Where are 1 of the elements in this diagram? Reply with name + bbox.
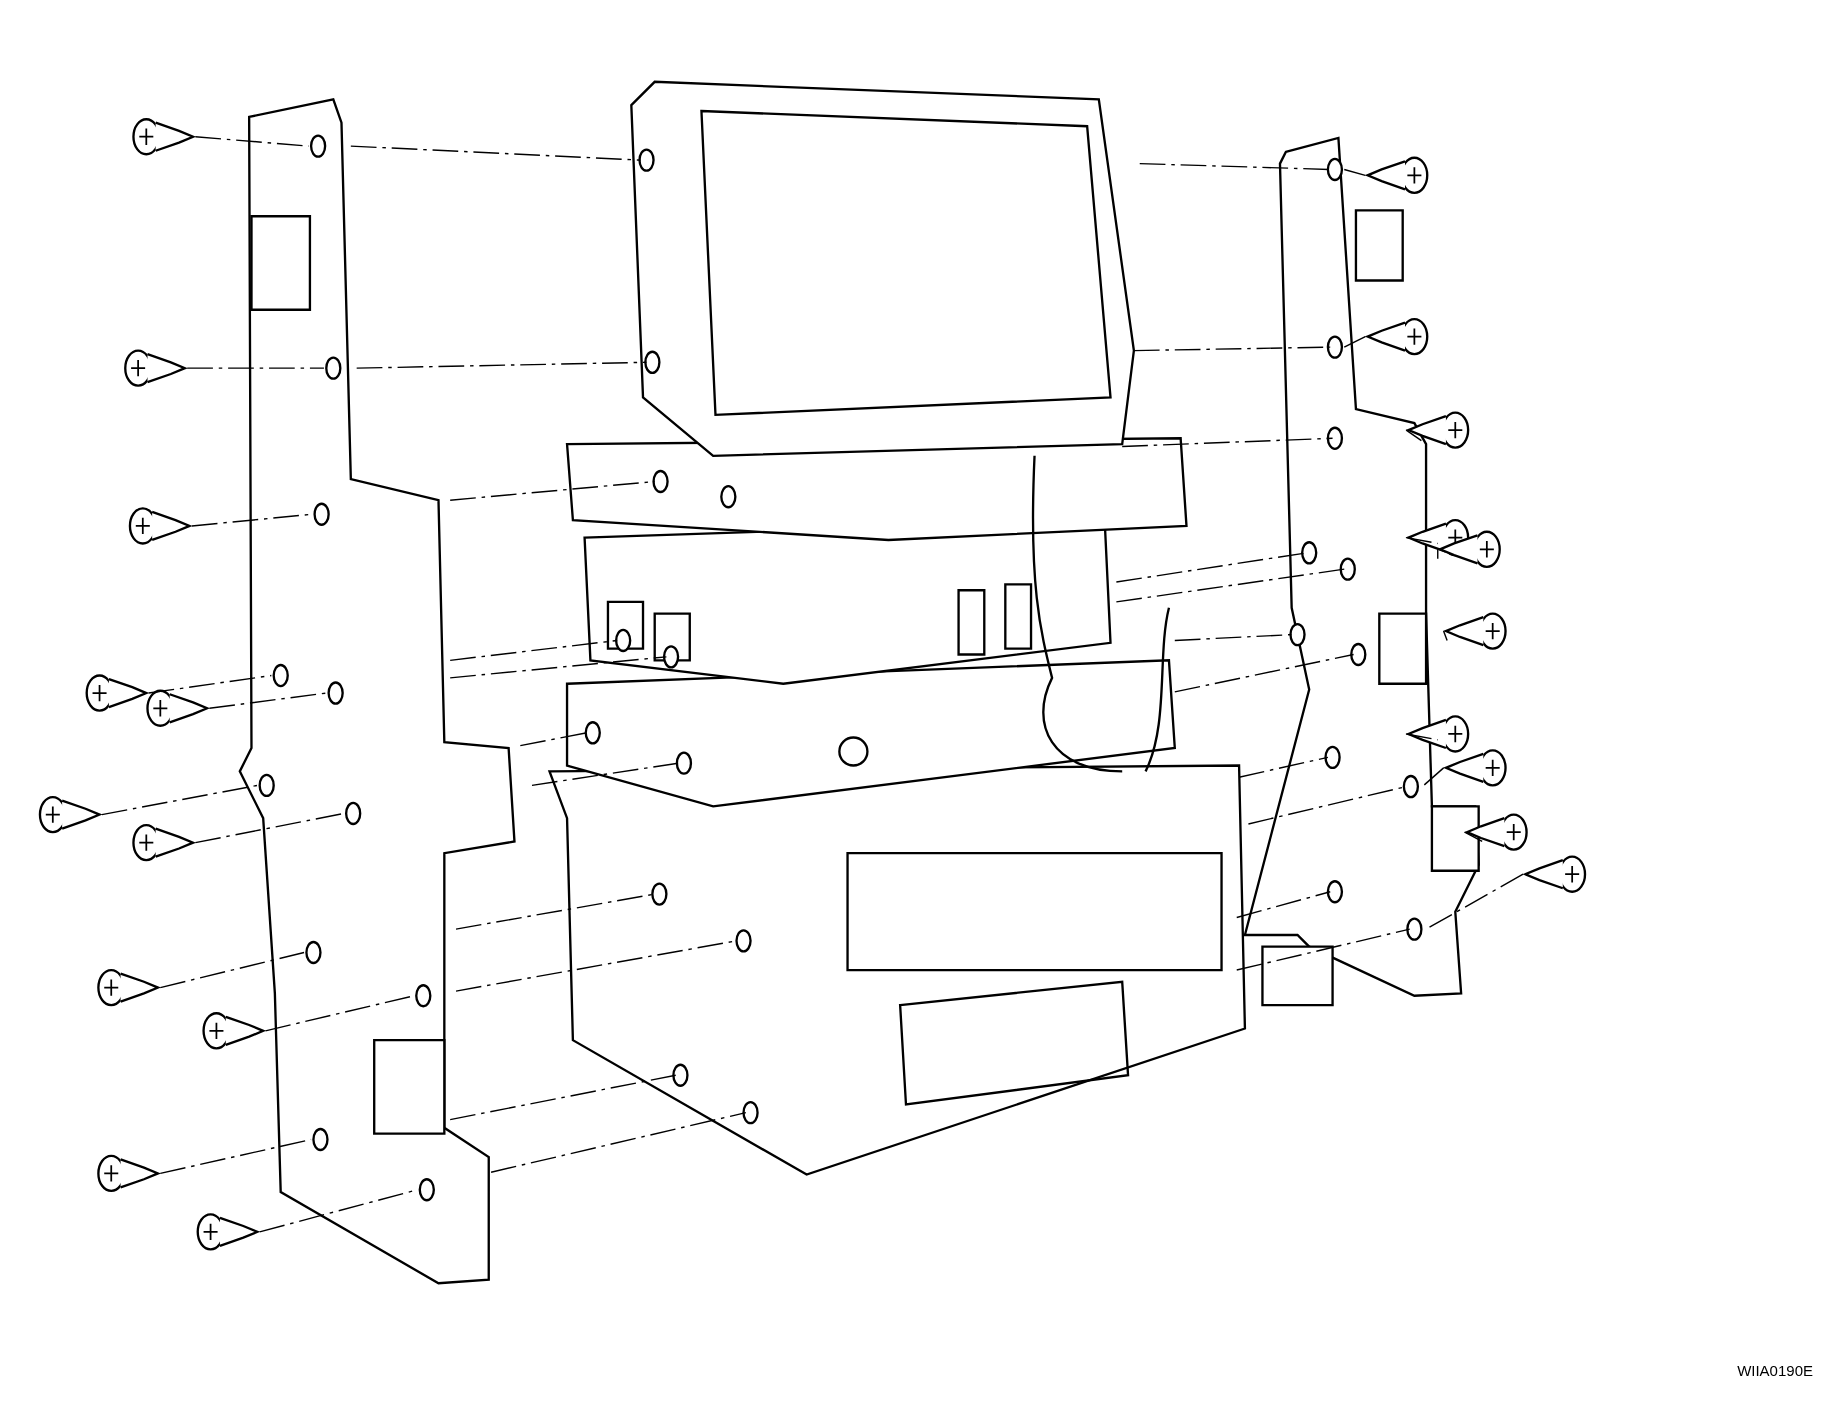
figure-code: WIIA0190E (1737, 1362, 1813, 1379)
